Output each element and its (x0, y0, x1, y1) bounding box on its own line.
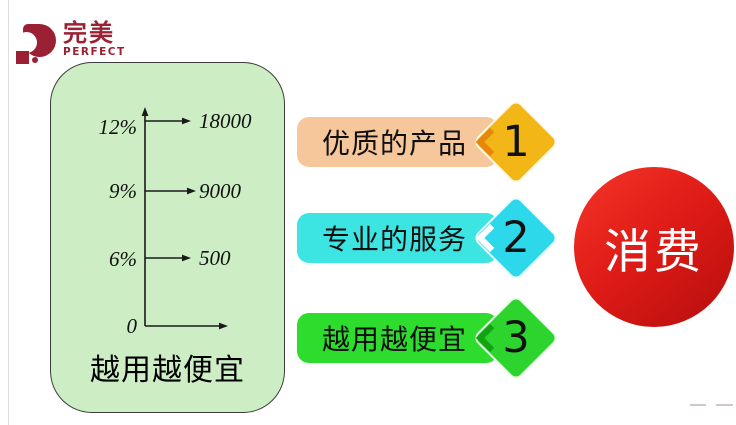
banner-label: 专业的服务 (321, 223, 467, 256)
logo-dot (32, 57, 38, 63)
axis-percent-9: 9% (109, 179, 137, 203)
banner-label: 优质的产品 (321, 127, 467, 160)
left-edge-divider (8, 0, 9, 425)
banner-label: 越用越便宜 (321, 323, 467, 356)
artifact-dash (716, 404, 733, 406)
brand-name-cn: 完美 (63, 19, 115, 47)
result-circle-consumption: 消费 (574, 167, 734, 327)
axis-percent-6: 6% (109, 247, 137, 271)
axis-percent-12: 12% (98, 115, 138, 139)
perfect-logo-icon (16, 24, 58, 64)
axis-value-9000: 9000 (199, 179, 241, 203)
panel-caption: 越用越便宜 (90, 353, 245, 388)
perfect-logo: 完美 PERFECT (16, 20, 126, 64)
banner-professional-service: 专业的服务 (297, 213, 498, 263)
result-label: 消费 (604, 224, 704, 280)
axis-value-500: 500 (199, 246, 231, 270)
artifact-dash (690, 404, 706, 406)
logo-square (16, 51, 29, 64)
banner-cheaper-with-use: 越用越便宜 (297, 313, 498, 363)
axis-chart-lines (141, 107, 228, 330)
axis-value-18000: 18000 (199, 109, 252, 133)
price-chart-panel: 12% 9% 6% 0 18000 9000 500 越用越便宜 (50, 62, 285, 413)
banner-quality-product: 优质的产品 (297, 117, 498, 167)
brand-name-en: PERFECT (63, 46, 126, 58)
axis-origin-0: 0 (126, 314, 138, 338)
